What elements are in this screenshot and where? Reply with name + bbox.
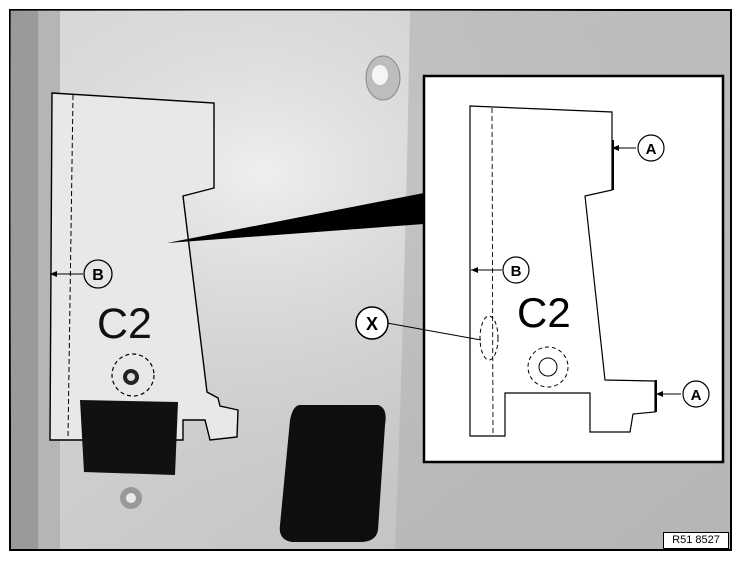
part-label-inset: C2 xyxy=(517,289,571,336)
trapezoid-hole xyxy=(279,405,386,542)
dashed-edge-line xyxy=(67,94,74,439)
callout-x: X xyxy=(355,306,499,361)
square-hole xyxy=(80,400,178,475)
marker-circle xyxy=(527,346,569,388)
figure-reference-number: R51 8527 xyxy=(663,532,729,549)
bolt-icon xyxy=(365,55,401,101)
callout-b-inset: B xyxy=(471,256,530,284)
callout-a-label: A xyxy=(646,141,657,158)
part-c2-photo xyxy=(49,92,239,441)
callout-a-label: A xyxy=(691,387,702,404)
part-label-photo: C2 xyxy=(97,300,152,348)
callout-b-label: B xyxy=(92,267,104,284)
callout-a-top: A xyxy=(612,134,665,162)
callout-x-label: X xyxy=(366,314,378,334)
marker-hole xyxy=(538,357,558,377)
callout-a-bottom: A xyxy=(656,380,710,408)
callout-b-photo: B xyxy=(50,259,113,289)
small-stud-icon xyxy=(120,487,142,509)
dashed-edge-line-inset xyxy=(491,107,494,436)
zoom-pointer xyxy=(167,193,424,243)
inset-panel: A A B C2 X xyxy=(355,74,725,464)
callout-b-label: B xyxy=(511,263,522,280)
